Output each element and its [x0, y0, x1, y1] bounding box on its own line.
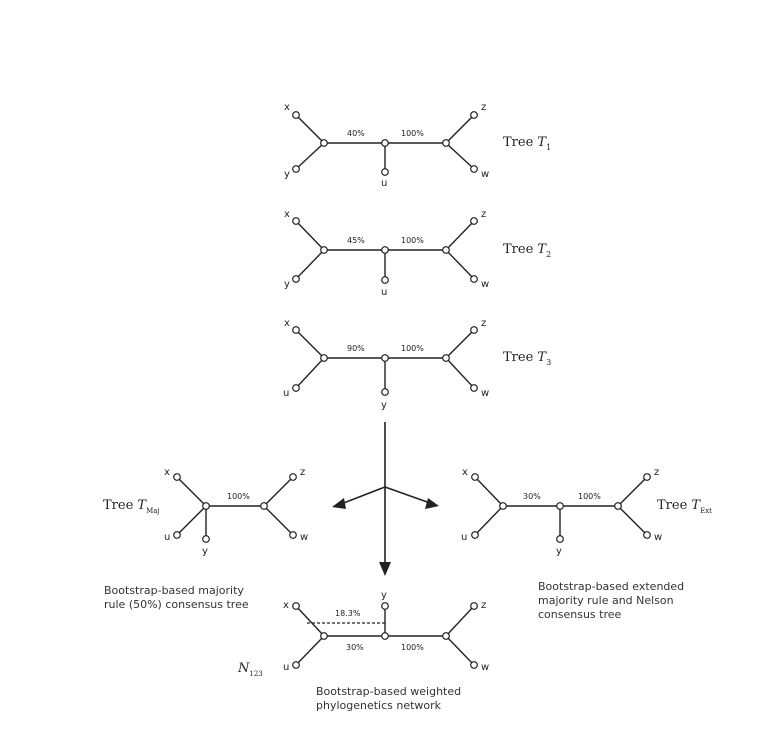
- t3-right-support: 100%: [401, 344, 424, 353]
- ext-leaf-u: u: [461, 532, 467, 543]
- net-caption-line-1: Bootstrap-based weighted: [316, 685, 461, 698]
- arrow-left-head: [332, 498, 346, 509]
- consensus-arrows: [332, 422, 439, 576]
- net-bottom-support: 30%: [346, 643, 364, 652]
- ext-leaf-z: z: [654, 467, 659, 478]
- maj-title: Tree TMaj: [103, 498, 160, 515]
- t1-leaf-u: u: [381, 178, 387, 189]
- weighted-network: x u y z w 18.3% 30% 100% N123 Bootstrap-…: [237, 590, 489, 712]
- t3-left-support: 90%: [347, 344, 365, 353]
- t1-right-support: 100%: [401, 129, 424, 138]
- tree-t1: x y z w u 40% 100% Tree T1: [284, 102, 551, 189]
- ext-leaf-x: x: [462, 467, 468, 478]
- tree-t2: x y z w u 45% 100% Tree T2: [284, 209, 551, 298]
- net-top-support: 18.3%: [335, 609, 361, 618]
- majority-consensus-tree: x u y z w 100% Tree TMaj Bootstrap-based…: [103, 467, 308, 611]
- ext-caption-line-1: Bootstrap-based extended: [538, 580, 684, 593]
- net-caption-line-2: phylogenetics network: [316, 699, 442, 712]
- net-leaf-x: x: [283, 600, 289, 611]
- t3-leaf-y: y: [381, 400, 387, 411]
- net-leaf-y: y: [381, 590, 387, 601]
- t1-leaf-x: x: [284, 102, 290, 113]
- maj-leaf-z: z: [300, 467, 305, 478]
- ext-title: Tree TExt: [657, 498, 712, 515]
- net-right-support: 100%: [401, 643, 424, 652]
- t1-title: Tree T1: [503, 135, 551, 152]
- arrow-right-head: [425, 498, 439, 509]
- ext-leaf-w: w: [654, 532, 662, 543]
- maj-leaf-w: w: [300, 532, 308, 543]
- t3-leaf-z: z: [481, 318, 486, 329]
- t1-leaf-y: y: [284, 169, 290, 180]
- tree-t3: x u z w y 90% 100% Tree T3: [283, 318, 551, 411]
- t3-leaf-u: u: [283, 388, 289, 399]
- t2-leaf-u: u: [381, 287, 387, 298]
- net-leaf-z: z: [481, 600, 486, 611]
- maj-support: 100%: [227, 492, 250, 501]
- net-title: N123: [237, 661, 263, 678]
- maj-leaf-u: u: [164, 532, 170, 543]
- maj-caption-line-2: rule (50%) consensus tree: [104, 598, 249, 611]
- maj-leaf-y: y: [202, 546, 208, 557]
- t2-leaf-y: y: [284, 279, 290, 290]
- t1-left-support: 40%: [347, 129, 365, 138]
- t1-leaf-z: z: [481, 102, 486, 113]
- t2-leaf-z: z: [481, 209, 486, 220]
- arrow-right: [384, 486, 431, 504]
- ext-caption-line-2: majority rule and Nelson: [538, 594, 674, 607]
- ext-right-support: 100%: [578, 492, 601, 501]
- net-leaf-w: w: [481, 662, 489, 673]
- t3-leaf-w: w: [481, 388, 489, 399]
- extended-consensus-tree: x u y z w 30% 100% Tree TExt Bootstrap-b…: [461, 467, 712, 621]
- maj-caption-line-1: Bootstrap-based majority: [104, 584, 244, 597]
- t3-title: Tree T3: [503, 350, 551, 367]
- net-leaf-u: u: [283, 662, 289, 673]
- arrow-down-head: [379, 562, 391, 576]
- ext-left-support: 30%: [523, 492, 541, 501]
- ext-leaf-y: y: [556, 546, 562, 557]
- t2-left-support: 45%: [347, 236, 365, 245]
- maj-leaf-x: x: [164, 467, 170, 478]
- arrow-left: [340, 486, 386, 505]
- t2-right-support: 100%: [401, 236, 424, 245]
- t2-leaf-x: x: [284, 209, 290, 220]
- t3-leaf-x: x: [284, 318, 290, 329]
- t2-leaf-w: w: [481, 279, 489, 290]
- t1-leaf-w: w: [481, 169, 489, 180]
- t2-title: Tree T2: [503, 242, 551, 259]
- ext-caption-line-3: consensus tree: [538, 608, 622, 621]
